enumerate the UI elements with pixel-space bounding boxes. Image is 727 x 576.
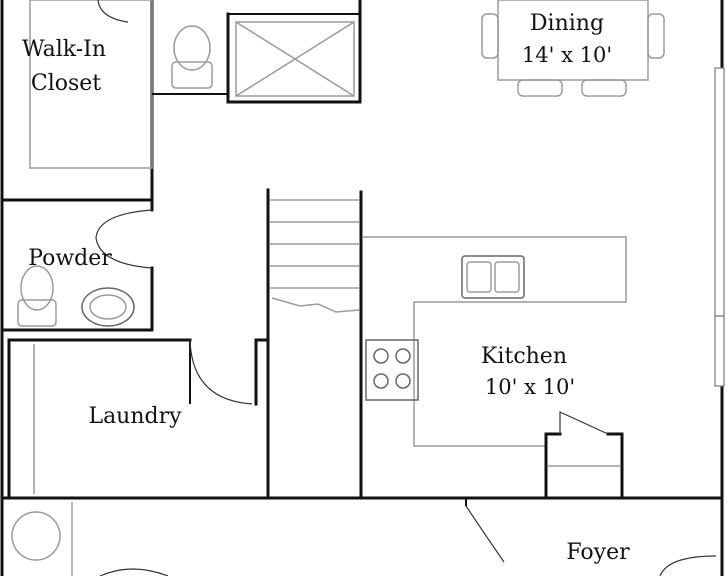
right-window xyxy=(714,67,725,317)
shower-tray xyxy=(235,21,355,97)
powder-door-swing xyxy=(95,209,153,269)
powder-label: Powder xyxy=(28,246,112,271)
staircase xyxy=(266,188,363,500)
closet-door-swing xyxy=(97,0,129,23)
right-window-2 xyxy=(714,315,725,387)
foyer-door-swing xyxy=(465,505,505,563)
closet-shelf-outline xyxy=(29,0,153,169)
powder-sink-icon xyxy=(81,287,135,327)
walk-in-label-line2: Closet xyxy=(31,71,101,96)
laundry-door-swing xyxy=(189,339,253,405)
kitchen-counter-outline xyxy=(362,236,627,447)
dining-label: Dining xyxy=(530,11,604,36)
dining-dimensions: 14' x 10' xyxy=(522,43,612,67)
kitchen-refrigerator-icon xyxy=(544,411,624,500)
foyer-label: Foyer xyxy=(566,540,630,565)
kitchen-sink-icon xyxy=(461,255,525,299)
kitchen-stove-icon xyxy=(365,339,419,401)
walk-in-closet-room xyxy=(0,0,154,204)
foyer-front-door-swing xyxy=(659,555,717,576)
kitchen-room: Kitchen 10' x 10' xyxy=(362,236,627,500)
powder-room xyxy=(0,198,154,332)
laundry-label: Laundry xyxy=(88,404,182,429)
dining-chair-bottom-right xyxy=(581,79,627,97)
kitchen-dimensions: 10' x 10' xyxy=(485,375,575,399)
upper-toilet-icon xyxy=(171,25,213,89)
kitchen-label: Kitchen xyxy=(481,344,567,369)
foyer-area: Foyer xyxy=(0,496,724,576)
water-heater-icon xyxy=(11,502,73,576)
walk-in-label-line1: Walk-In xyxy=(22,37,106,62)
powder-toilet-icon xyxy=(17,265,57,327)
dining-chair-bottom-left xyxy=(517,79,563,97)
laundry-room: Laundry xyxy=(7,338,270,500)
stair-break-line xyxy=(271,297,360,313)
dining-room: Dining 14' x 10' xyxy=(481,0,665,97)
shower-cross-b xyxy=(235,21,355,97)
dining-chair-left xyxy=(481,13,499,59)
dining-chair-right xyxy=(647,13,665,59)
upper-bath-area xyxy=(152,0,362,104)
lower-left-door-arc xyxy=(99,568,169,576)
